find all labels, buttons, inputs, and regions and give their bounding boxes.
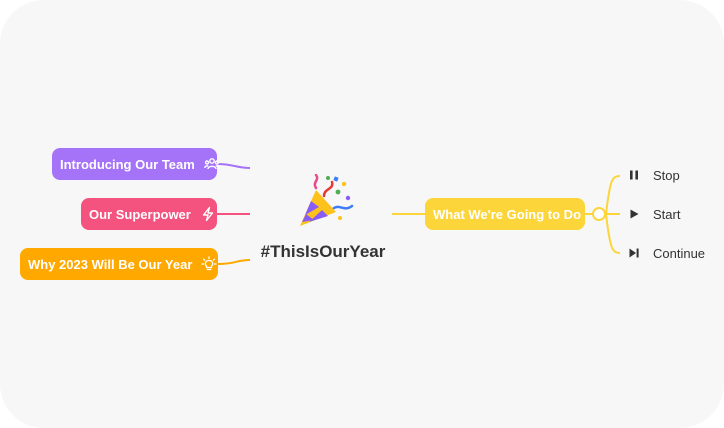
node-introducing-our-team[interactable]: Introducing Our Team xyxy=(52,148,220,180)
leaf-label: Continue xyxy=(653,245,706,261)
central-topic[interactable]: #ThisIsOurYear xyxy=(258,170,388,270)
connector-continue xyxy=(605,213,621,254)
node-label: Why 2023 Will Be Our Year xyxy=(28,256,193,272)
node-label: What We're Going to Do xyxy=(433,206,582,222)
node-label: Our Superpower xyxy=(89,206,191,222)
node-why-2023[interactable]: Why 2023 Will Be Our Year xyxy=(20,248,218,280)
node-what-were-going-to-do[interactable]: What We're Going to Do xyxy=(425,198,585,230)
connector-team xyxy=(216,163,251,169)
leaf-label: Start xyxy=(653,206,681,222)
node-label: Introducing Our Team xyxy=(60,156,195,172)
leaf-continue[interactable]: Continue xyxy=(627,243,705,263)
leaf-label: Stop xyxy=(653,167,680,183)
collapse-toggle[interactable] xyxy=(592,207,606,221)
play-icon xyxy=(627,207,641,221)
node-our-superpower[interactable]: Our Superpower xyxy=(81,198,217,230)
central-topic-title: #ThisIsOurYear xyxy=(260,242,386,261)
connector-stop xyxy=(605,175,621,215)
lightning-icon xyxy=(200,206,216,222)
leaf-stop[interactable]: Stop xyxy=(627,165,680,185)
team-icon xyxy=(203,156,220,172)
leaf-start[interactable]: Start xyxy=(627,204,680,224)
party-popper-icon xyxy=(300,174,354,226)
skip-forward-icon xyxy=(627,246,641,260)
connector-year xyxy=(217,259,251,265)
pause-icon xyxy=(627,168,641,182)
lightbulb-icon xyxy=(201,256,218,272)
